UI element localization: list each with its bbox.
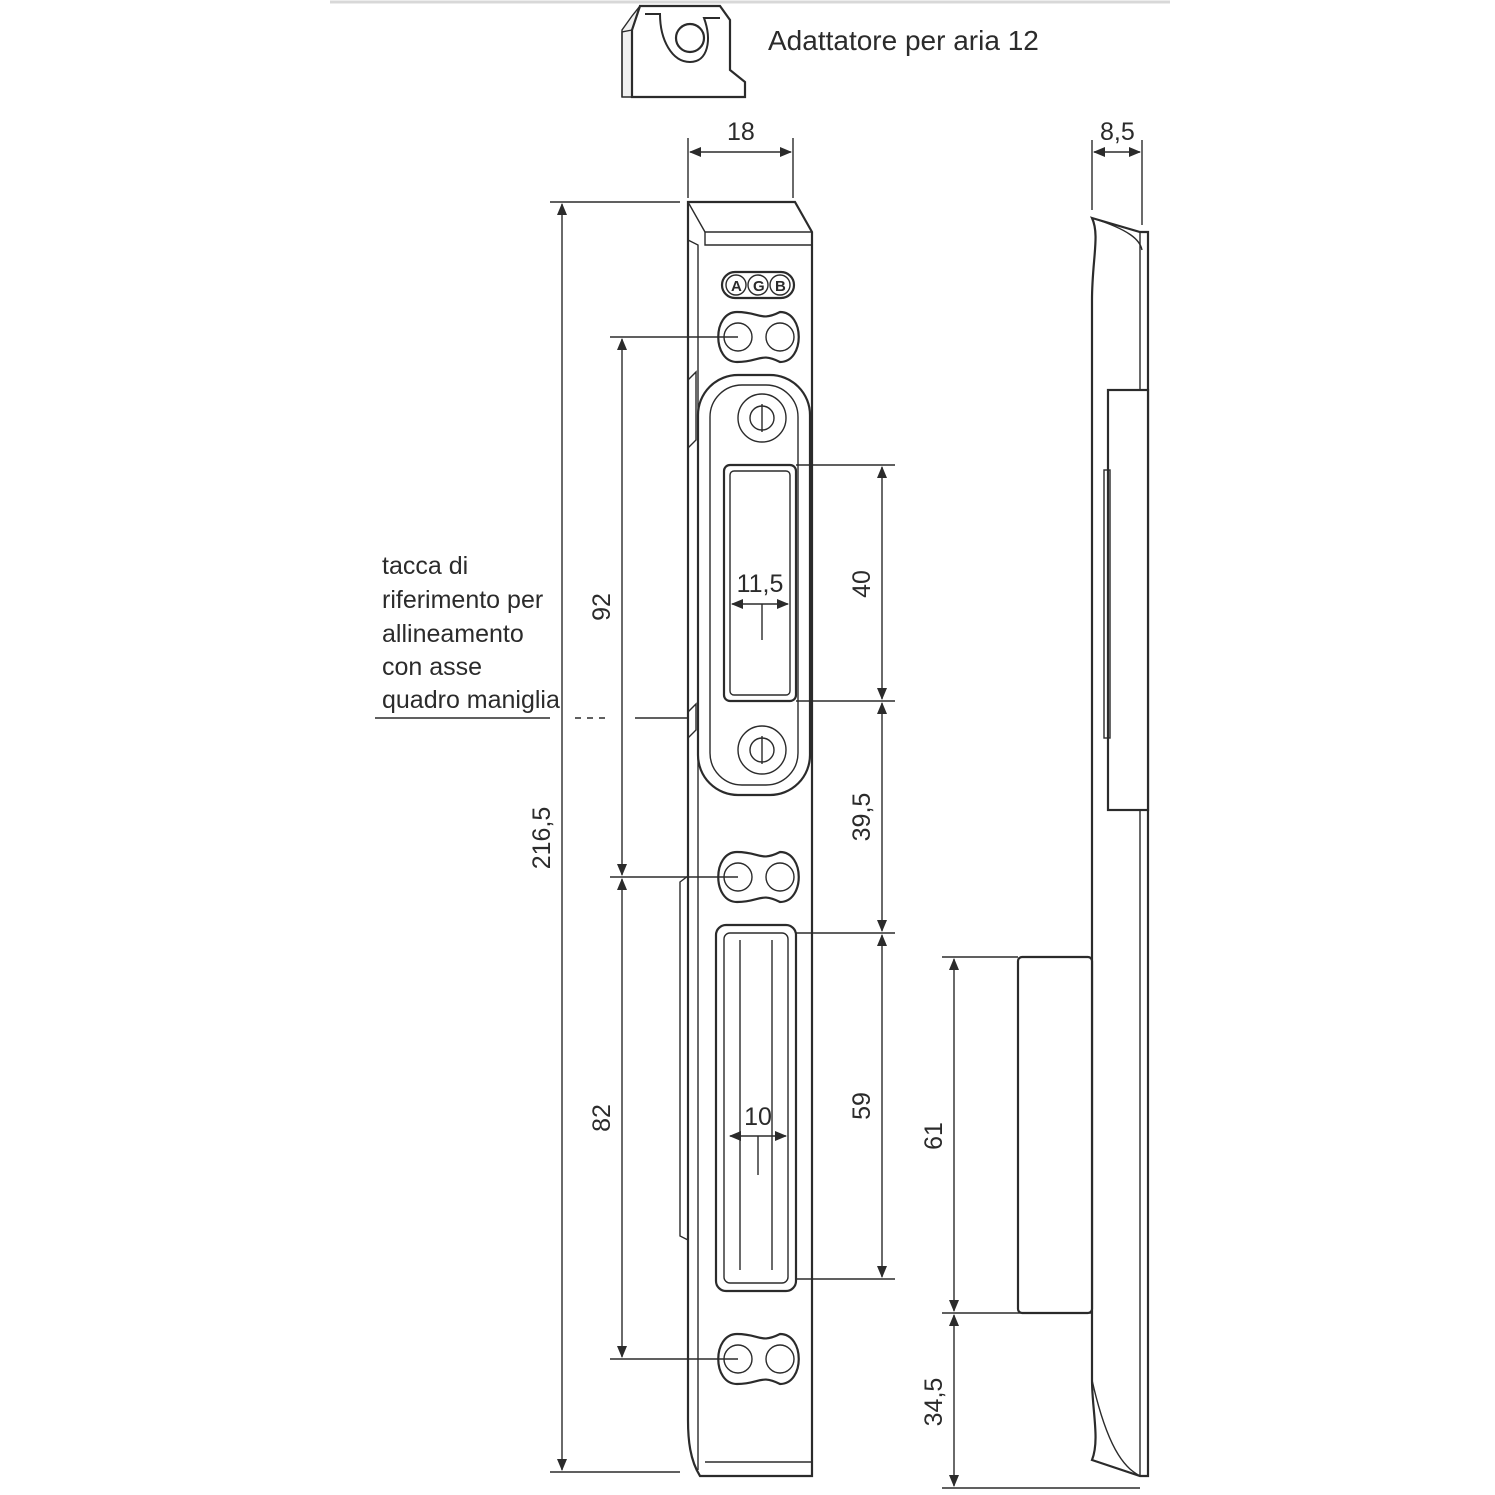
dim-upper-slot-width: 11,5 bbox=[737, 570, 784, 598]
dim-total-length: 216,5 bbox=[528, 807, 556, 870]
lower-slot bbox=[679, 874, 798, 1293]
logo-letter-b: B bbox=[775, 278, 786, 295]
dim-width-top: 18 bbox=[727, 118, 755, 146]
note-line-2: riferimento per bbox=[382, 586, 543, 614]
dim-upper-slot-length: 40 bbox=[848, 570, 876, 598]
dimension-lines bbox=[375, 138, 1143, 1489]
dim-upper-hole-spacing: 92 bbox=[588, 593, 616, 621]
dim-lower-slot-width: 10 bbox=[744, 1103, 772, 1131]
note-line-5: quadro maniglia bbox=[382, 686, 560, 714]
logo-letter-a: A bbox=[731, 278, 742, 295]
upper-insert bbox=[687, 370, 812, 797]
adapter-part bbox=[621, 4, 747, 99]
dim-side-bottom-offset: 34,5 bbox=[920, 1378, 948, 1427]
logo-letter-g: G bbox=[753, 278, 765, 295]
dim-side-block-length: 61 bbox=[920, 1122, 948, 1150]
note-line-4: con asse bbox=[382, 653, 482, 681]
strike-plate-side bbox=[1016, 216, 1150, 1478]
dim-depth-side: 8,5 bbox=[1100, 118, 1135, 146]
agb-logo: A G B bbox=[720, 270, 796, 300]
strike-plate-front: A G B bbox=[679, 200, 814, 1478]
middle-screw-holes bbox=[717, 850, 800, 904]
dim-lower-slot-length: 59 bbox=[848, 1092, 876, 1120]
dim-middle-spacing: 39,5 bbox=[848, 793, 876, 842]
dim-lower-hole-spacing: 82 bbox=[588, 1104, 616, 1132]
note-line-1: tacca di bbox=[382, 552, 468, 580]
top-screw-holes bbox=[717, 310, 800, 364]
adapter-label: Adattatore per aria 12 bbox=[768, 25, 1039, 56]
reference-note: tacca di riferimento per allineamento co… bbox=[382, 552, 560, 714]
note-line-3: allineamento bbox=[382, 620, 524, 648]
